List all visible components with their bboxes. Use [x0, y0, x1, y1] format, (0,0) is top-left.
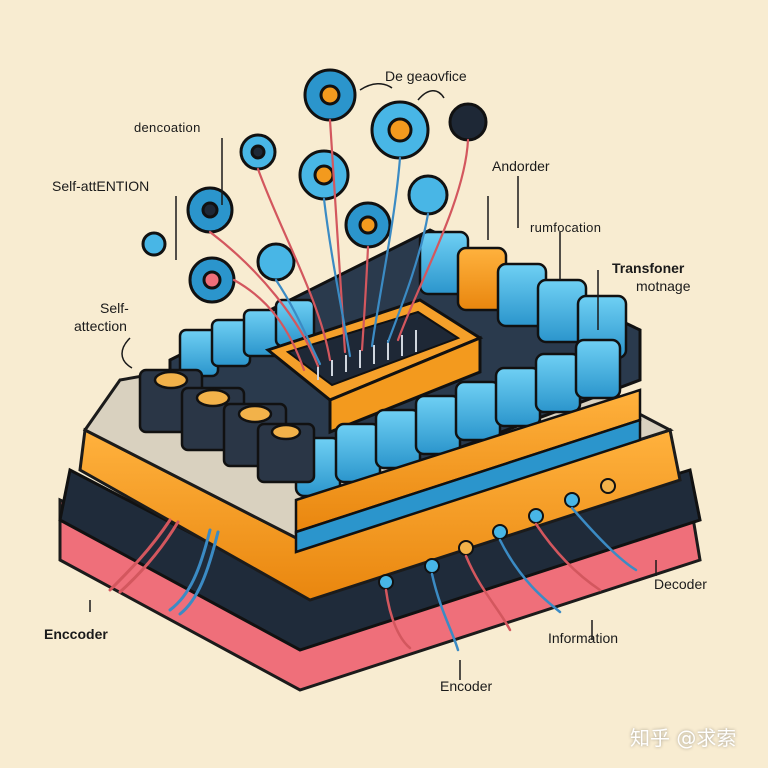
output-wires	[384, 506, 638, 652]
label-transformer: Transfoner	[612, 260, 685, 276]
label-encoder-left: Enccoder	[44, 626, 108, 642]
label-self-attention-top: Self-attENTION	[52, 178, 150, 194]
label-dencoation: dencoation	[134, 120, 201, 135]
callout-lines	[89, 83, 657, 680]
connector-icon	[378, 478, 616, 590]
chip-icon	[264, 298, 484, 435]
label-encoder-bottom: Encoder	[440, 678, 493, 694]
label-decoder: Decoder	[654, 576, 707, 592]
label-rumfocation: rumfocation	[530, 220, 602, 235]
watermark: 知乎 @求索	[630, 726, 737, 750]
label-information: Information	[548, 630, 619, 646]
ribbon-cables	[108, 518, 220, 616]
label-de-geovfice: De geaovfice	[385, 68, 467, 84]
left-key-row	[178, 298, 316, 378]
label-self: Self-	[100, 300, 129, 316]
neuron-node-icon	[141, 68, 488, 304]
label-motnage: motnage	[636, 278, 691, 294]
node-wires	[208, 118, 470, 372]
front-blue-rail	[294, 418, 642, 554]
encoder-modules	[138, 368, 316, 484]
rear-key-row	[418, 230, 628, 360]
label-andorder: Andorder	[492, 158, 550, 174]
base-dark-layer	[58, 467, 702, 652]
label-attection: attection	[74, 318, 127, 334]
